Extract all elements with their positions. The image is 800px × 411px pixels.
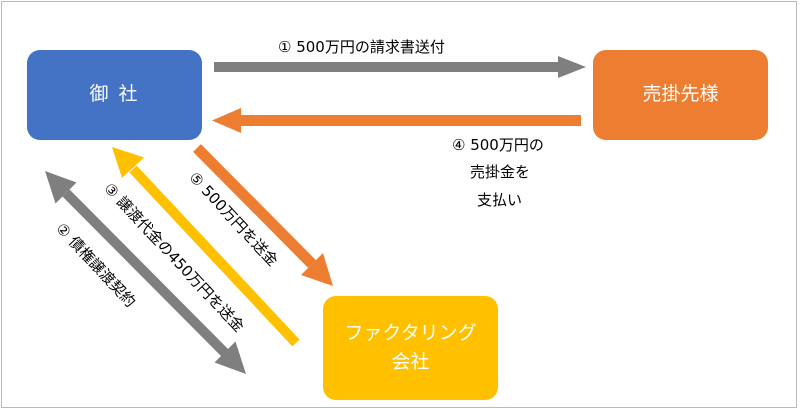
factoring-label-line2: 会社 [391,351,430,373]
factoring-company-box: ファクタリング 会社 [323,296,498,400]
step4-label-line3: 支払い [477,191,523,209]
arrow-step1 [214,56,586,78]
company-box: 御 社 [27,50,202,140]
company-label: 御 社 [89,83,140,106]
factoring-label-line1: ファクタリング [344,321,477,344]
arrow-step3 [112,147,300,347]
arrow-step4 [212,108,581,133]
customer-box: 売掛先様 [593,50,768,140]
step1-label: ① 500万円の請求書送付 [278,38,445,56]
customer-label: 売掛先様 [642,83,719,106]
step4-label-line1: ④ 500万円の [452,136,544,154]
arrow-step5 [193,144,333,286]
arrow-step2 [45,171,246,374]
step4-label-line2: 売掛金を [470,163,531,181]
